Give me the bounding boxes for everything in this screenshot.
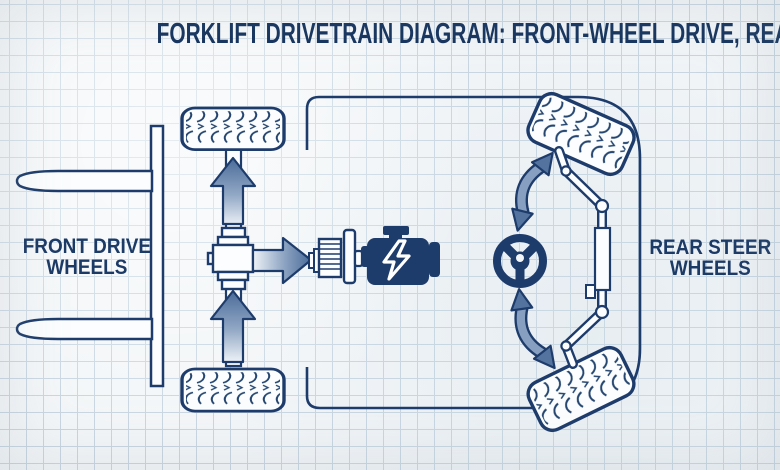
differential-gearbox xyxy=(206,226,255,291)
rear-label-line2: WHEELS xyxy=(669,256,751,280)
steering-wheel-icon xyxy=(493,234,547,288)
front-drive-wheels-label: FRONT DRIVE WHEELS xyxy=(6,234,168,279)
transmission-gear-icon xyxy=(308,228,364,285)
steer-swivel-arrow-icon xyxy=(511,151,554,232)
power-flow-up-arrow-icon xyxy=(209,156,257,226)
power-flow-up-arrow-icon xyxy=(209,289,257,364)
rear-steer-wheels-label: REAR STEER WHEELS xyxy=(629,235,780,280)
lightning-bolt-icon xyxy=(382,239,411,281)
fork-tine-bottom xyxy=(15,317,154,341)
page-title: FORKLIFT DRIVETRAIN DIAGRAM: FRONT-WHEEL… xyxy=(0,19,780,49)
steer-swivel-arrow-icon xyxy=(510,288,556,370)
steering-linkage-top xyxy=(554,146,610,234)
front-label-line1: FRONT DRIVE xyxy=(22,234,152,258)
rear-label-line1: REAR STEER xyxy=(649,235,771,259)
tire-icon xyxy=(180,106,286,152)
chassis-outline xyxy=(305,95,642,410)
front-label-line2: WHEELS xyxy=(46,255,128,279)
power-flow-right-arrow-icon xyxy=(251,236,313,285)
engine-icon xyxy=(361,226,440,285)
mast-rail xyxy=(149,124,165,388)
page-title-text: FORKLIFT DRIVETRAIN DIAGRAM: FRONT-WHEEL… xyxy=(156,18,780,50)
fork-tine-top xyxy=(15,169,154,193)
tire-icon xyxy=(180,367,286,413)
steering-cylinder xyxy=(585,226,612,317)
steering-linkage-bottom xyxy=(560,304,610,369)
